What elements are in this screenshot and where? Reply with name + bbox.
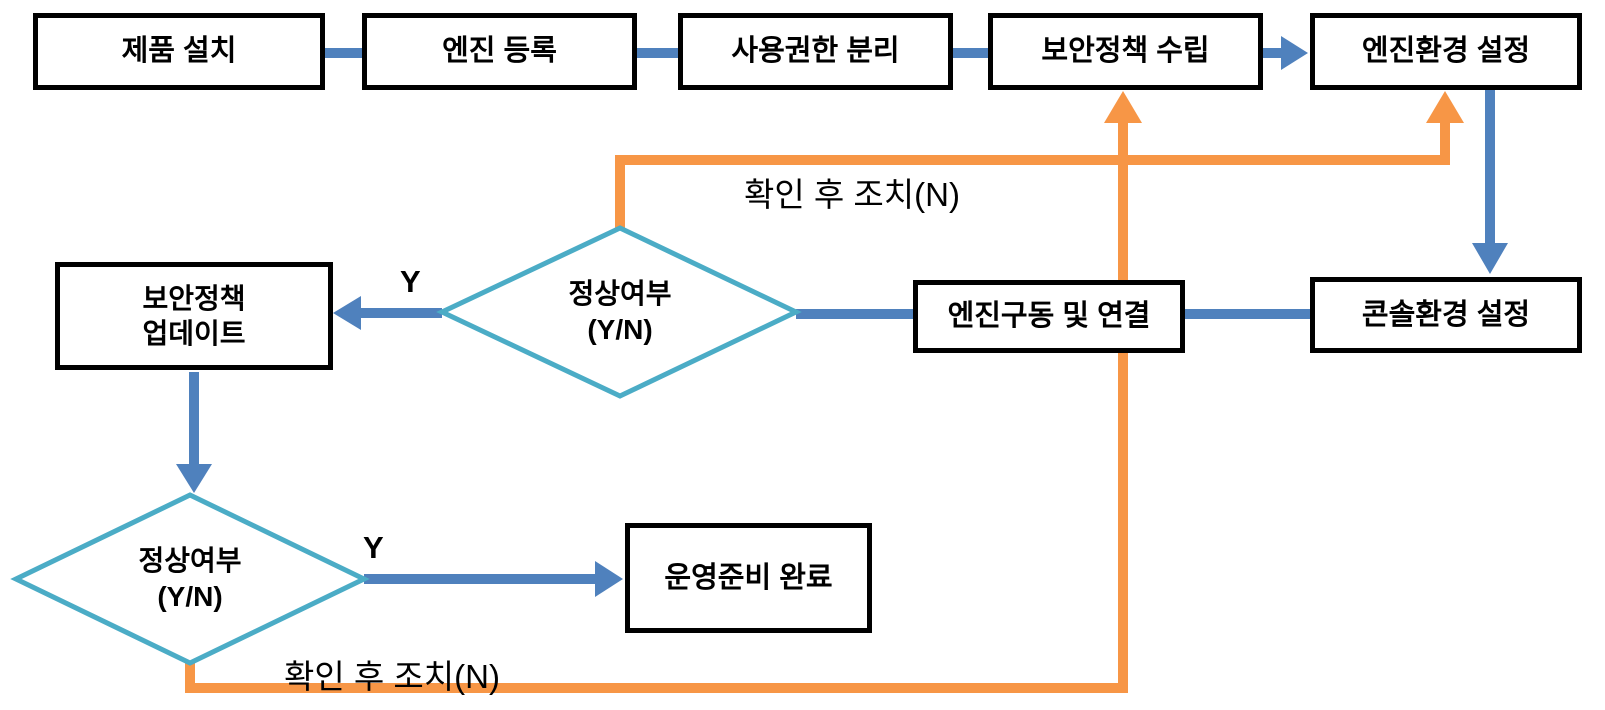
node-product-install-label: 제품 설치 xyxy=(121,35,237,68)
label-loop-top: 확인 후 조치(N) xyxy=(744,176,960,213)
label-loop-bottom: 확인 후 조치(N) xyxy=(284,658,500,695)
flow-arrow-policy-update-head xyxy=(176,464,212,493)
node-policy-update-line1: 보안정책 xyxy=(142,283,246,314)
label-yes-2: Y xyxy=(363,530,384,565)
node-ready: 운영준비 완료 xyxy=(625,523,872,633)
node-permission-split-label: 사용권한 분리 xyxy=(731,35,900,68)
flow-arrow-check1-yes xyxy=(333,296,442,330)
decision-check-1-shape xyxy=(436,225,802,399)
node-engine-env: 엔진환경 설정 xyxy=(1310,13,1582,90)
node-engine-run: 엔진구동 및 연결 xyxy=(913,280,1185,353)
loop-arrow-check1-n xyxy=(615,91,1464,232)
loop-arrow-check1-head xyxy=(1426,91,1464,123)
node-permission-split: 사용권한 분리 xyxy=(678,13,953,90)
node-console-env: 콘솔환경 설정 xyxy=(1310,277,1582,353)
flow-arrow-env-console-head xyxy=(1472,243,1508,274)
node-product-install: 제품 설치 xyxy=(33,13,325,90)
node-ready-label: 운영준비 완료 xyxy=(664,561,833,594)
flow-arrow-check1-yes-head xyxy=(333,296,361,330)
flow-arrow-check2-yes xyxy=(364,561,623,597)
decision-check-1-line2: (Y/N) xyxy=(587,314,653,345)
decision-check-2-line1: 정상여부 xyxy=(138,544,242,576)
label-yes-1: Y xyxy=(400,264,421,299)
node-engine-register-label: 엔진 등록 xyxy=(442,35,557,68)
loop-arrow-check1-path xyxy=(615,118,1450,232)
flow-arrow-check2-yes-head xyxy=(595,561,623,597)
decision-check-2-shape xyxy=(10,492,370,666)
node-security-policy: 보안정책 수립 xyxy=(988,13,1263,90)
node-policy-update-label: 보안정책 업데이트 xyxy=(142,281,245,351)
decision-check-1: 정상여부 (Y/N) xyxy=(500,270,740,354)
flow-arrow-policy-to-engine-env xyxy=(1263,36,1308,70)
loop-arrow-check2-path xyxy=(185,118,1128,693)
node-engine-register: 엔진 등록 xyxy=(362,13,637,90)
flow-arrow-engine-env-to-console xyxy=(1472,90,1508,274)
node-policy-update: 보안정책 업데이트 xyxy=(55,262,333,370)
decision-check-2-line2: (Y/N) xyxy=(157,581,223,612)
decision-check-2: 정상여부 (Y/N) xyxy=(70,537,310,621)
flow-arrow-policy-engine-head xyxy=(1281,36,1308,70)
loop-arrow-check2-head xyxy=(1104,91,1142,123)
decision-check-1-line1: 정상여부 xyxy=(568,277,672,309)
node-security-policy-label: 보안정책 수립 xyxy=(1041,35,1210,68)
node-policy-update-line2: 업데이트 xyxy=(142,318,246,349)
node-engine-env-label: 엔진환경 설정 xyxy=(1361,35,1531,68)
node-console-env-label: 콘솔환경 설정 xyxy=(1361,298,1531,331)
flow-arrow-policy-update-down xyxy=(176,372,212,493)
loop-arrow-check2-n xyxy=(185,91,1142,693)
node-engine-run-label: 엔진구동 및 연결 xyxy=(947,300,1151,333)
